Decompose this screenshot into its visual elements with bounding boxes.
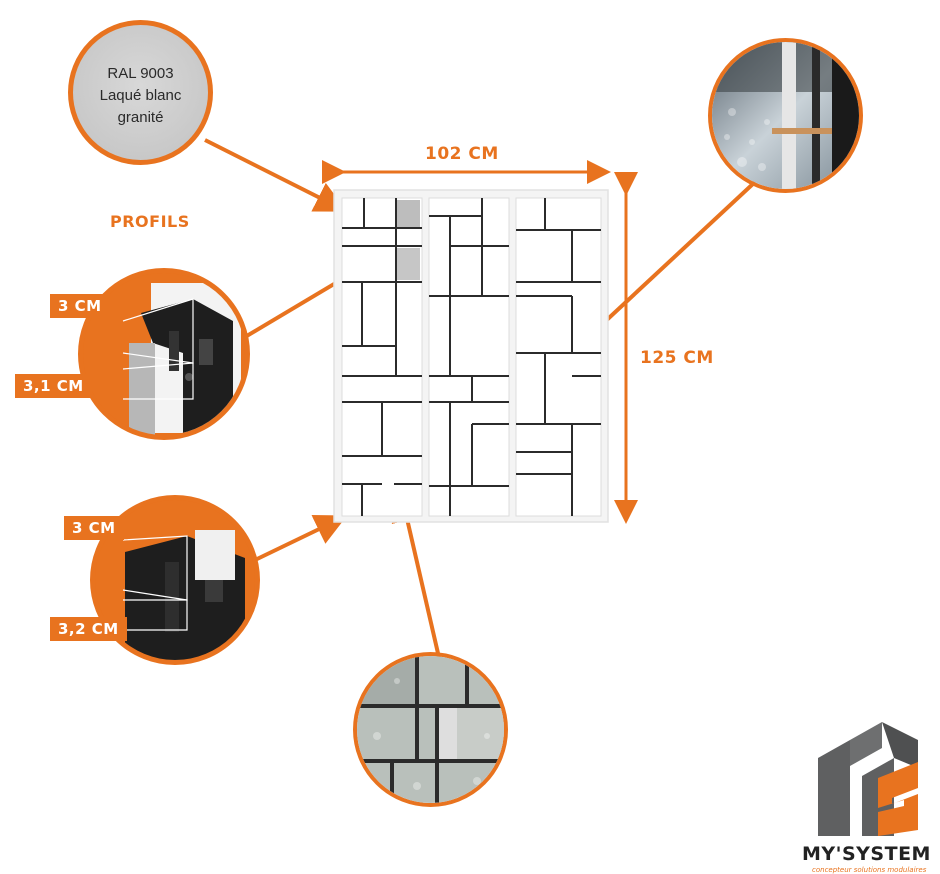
glass-texture-closeup-top (708, 38, 863, 193)
profile-1-width-label: 3,1 CM (15, 374, 92, 398)
brand-tagline: concepteur solutions modulaires (812, 866, 927, 874)
color-finish: Laqué blanc (99, 87, 182, 104)
color-texture: granité (117, 109, 164, 126)
color-callout: RAL 9003 Laqué blanc granité (68, 20, 213, 165)
brand-name: MY'SYSTEM (802, 843, 931, 865)
height-dimension-label: 125 CM (640, 348, 714, 368)
width-dimension-label: 102 CM (425, 144, 499, 164)
panel-center (428, 197, 510, 517)
profiles-heading: PROFILS (110, 212, 190, 231)
profile-1-detail (78, 268, 250, 440)
panel-right (515, 197, 602, 517)
window-panel (333, 189, 609, 523)
arrow-ral (204, 138, 348, 212)
profile-2-depth-label: 3 CM (64, 516, 124, 540)
profile-1-depth-label: 3 CM (50, 294, 110, 318)
arrow-profile-2 (254, 515, 348, 562)
profile-2-width-label: 3,2 CM (50, 617, 127, 641)
color-code: RAL 9003 (107, 65, 174, 82)
arrow-glass-bottom (391, 489, 442, 663)
glass-texture-closeup-bottom (353, 652, 508, 807)
brand-logo-icon (818, 722, 918, 836)
